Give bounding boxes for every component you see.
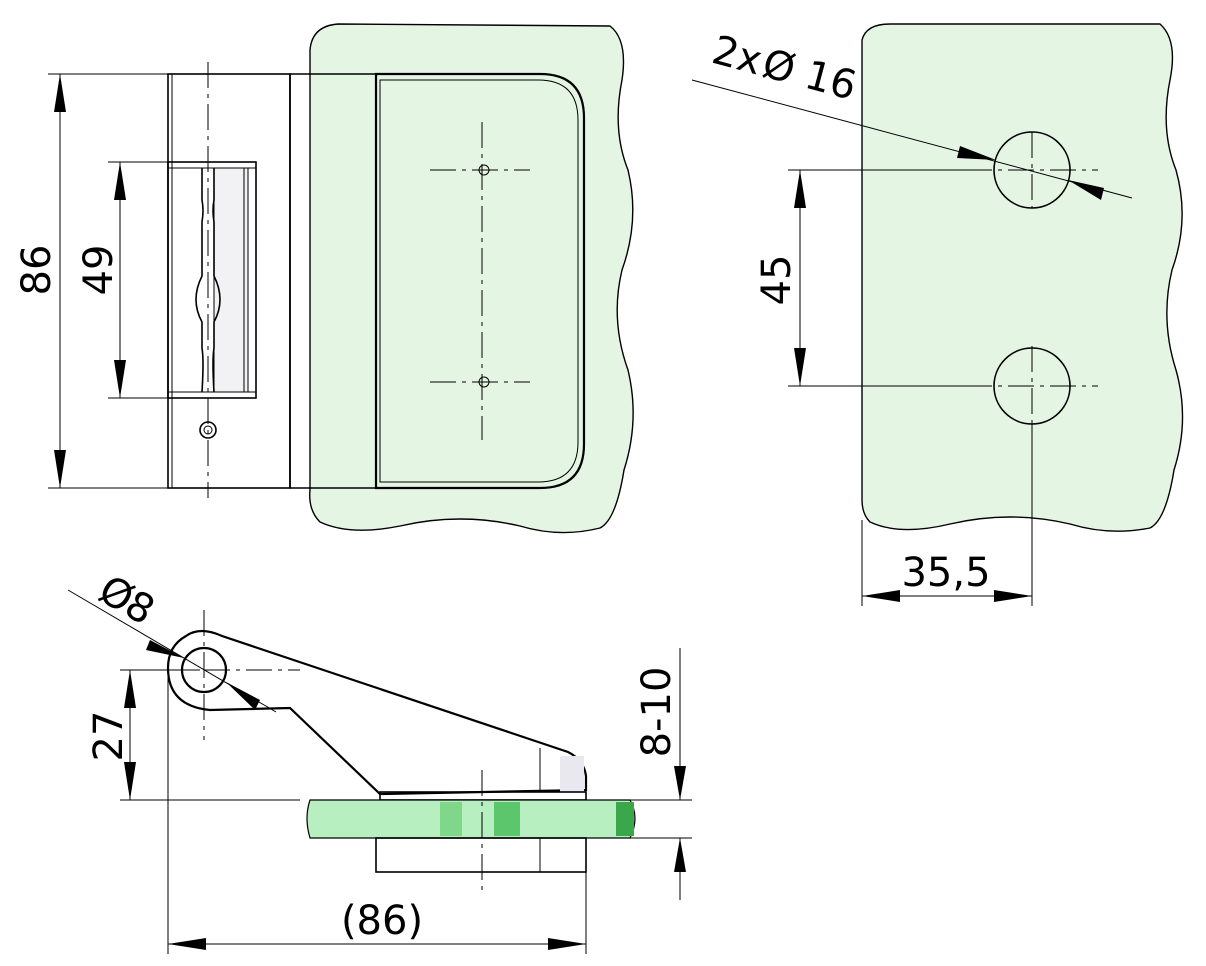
dia16-arrow-1: [957, 146, 996, 160]
front-glass-panel: [309, 23, 634, 534]
dim86b-arrow-left: [168, 938, 206, 950]
right-glass-panel: [861, 23, 1184, 532]
dim355-arrow-left: [862, 590, 900, 602]
dim-glass-thickness: 8-10: [634, 667, 680, 758]
dim49-arrow-top: [114, 162, 126, 200]
dim86-arrow-bottom: [54, 450, 66, 488]
dim-slot-height: 49: [76, 245, 122, 296]
glass-edge-side: [306, 799, 636, 839]
dim-front-height: 86: [14, 245, 60, 296]
dim27-arrow-bottom: [124, 762, 136, 800]
dim810-arrow-bottom: [674, 838, 686, 872]
holes-diameter: 16: [800, 52, 861, 110]
dia16-leader: [691, 79, 1133, 199]
dim45-arrow-top: [794, 170, 806, 208]
dim27-arrow-top: [124, 670, 136, 708]
clamp-plate: [374, 72, 586, 490]
set-screw-inner: [203, 425, 213, 435]
glass-highlight-1: [440, 802, 462, 836]
dim-pin-height: 27: [86, 711, 132, 762]
glass-hole-view: 2x Ø 16 45 35,5: [691, 23, 1184, 606]
dim-hole-edge: 35,5: [901, 550, 990, 596]
pin-profile: [195, 168, 221, 393]
arm-shade: [560, 756, 584, 792]
dia8-arrow-1: [146, 640, 184, 658]
clamp-plate-inner: [379, 79, 579, 483]
glass-highlight-3: [616, 802, 634, 836]
dim45-arrow-bottom: [794, 348, 806, 386]
bottom-clamp-plate: [375, 837, 587, 873]
slot-cylinder: [213, 167, 249, 393]
front-view: 86 49: [14, 23, 634, 534]
hole1-mark: [478, 164, 490, 176]
dim355-arrow-right: [994, 590, 1032, 602]
dim86-arrow-top: [54, 74, 66, 112]
dim49-arrow-bottom: [114, 360, 126, 398]
holes-count: 2x: [707, 27, 766, 84]
dia8-arrow-2: [226, 682, 260, 710]
slot-outline: [167, 161, 257, 399]
hinge-arm: [166, 629, 588, 796]
dim-side-length: (86): [341, 898, 423, 944]
dim810-arrow-top: [674, 766, 686, 800]
dim-hole-spacing: 45: [754, 255, 800, 306]
dia16-arrow-2: [1068, 180, 1104, 200]
hole2-mark: [478, 376, 490, 388]
dim86b-arrow-right: [548, 938, 586, 950]
side-view: Ø 8 27 8-10 (86): [67, 567, 692, 954]
glass-highlight-2: [494, 802, 520, 836]
